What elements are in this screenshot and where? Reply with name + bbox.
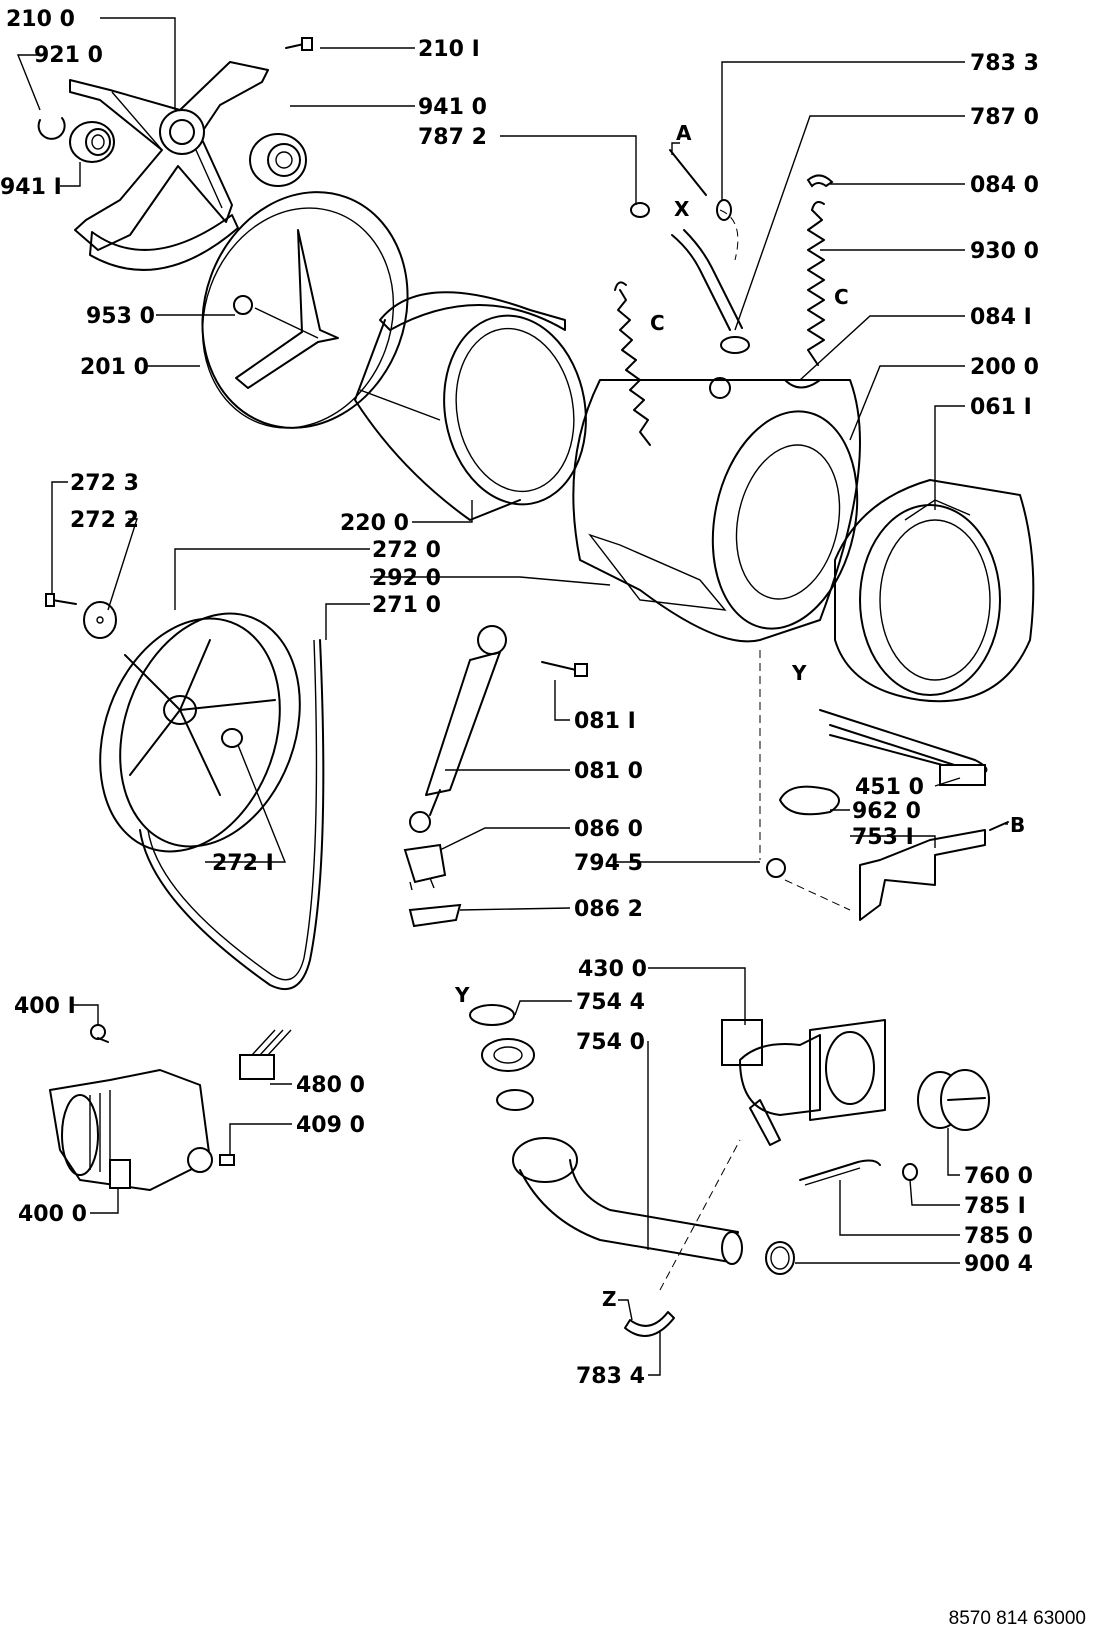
bolt-part [285,37,313,51]
ref-x: X [674,197,690,221]
bearing-large-part [249,133,307,187]
callout-7540: 754 0 [576,1030,645,1055]
callout-4090: 409 0 [296,1113,365,1138]
callout-0860: 086 0 [574,817,643,842]
air-hose-part [630,149,750,354]
hose-clamp-part [765,1241,795,1275]
assembly-lines [659,209,851,1291]
callout-4001: 400 I [14,994,76,1019]
callout-0841: 084 I [970,305,1032,330]
callout-2200: 220 0 [340,511,409,536]
callout-7851: 785 I [964,1194,1026,1219]
pulley-screw-part [45,593,77,607]
callout-7850: 785 0 [964,1224,1033,1249]
callout-2722: 272 2 [70,508,139,533]
callout-2720: 272 0 [372,538,441,563]
callout-2723: 272 3 [70,471,139,496]
ref-c1: C [650,311,665,335]
motor-connector-part [239,1029,292,1080]
front-panel-part [834,479,1035,703]
spring-left-part [614,281,651,446]
heater-element-part [819,709,988,786]
callout-4300: 430 0 [578,957,647,982]
callout-9530: 953 0 [86,304,155,329]
callout-7600: 760 0 [964,1164,1033,1189]
clip-small-part [408,903,462,928]
callout-9300: 930 0 [970,239,1039,264]
ref-a: A [676,121,692,145]
ref-y2: Y [454,983,470,1007]
spring-right-part [784,174,834,389]
callout-7834: 783 4 [576,1364,645,1389]
inner-drum-part [354,291,587,521]
leader-lines [16,17,1008,1376]
callout-9410: 941 0 [418,95,487,120]
clamp-962-part [778,785,840,816]
callout-4000: 400 0 [18,1202,87,1227]
ref-c2: C [834,285,849,309]
callout-4510: 451 0 [855,775,924,800]
ref-y1: Y [791,661,807,685]
bearing-small-part [69,121,115,163]
sump-seal-part [469,1004,535,1111]
callout-2721: 272 I [212,851,274,876]
callout-0810: 081 0 [574,759,643,784]
callout-4800: 480 0 [296,1073,365,1098]
callout-2101: 210 I [418,37,480,62]
drive-belt-part [139,639,325,990]
drain-pump-part [721,1019,886,1146]
motor-screw-part [90,1024,109,1043]
callout-9411: 941 I [0,175,62,200]
callout-7945: 794 5 [574,851,643,876]
small-hose-part [624,1311,675,1337]
callout-0811: 081 I [574,709,636,734]
callout-7833: 783 3 [970,51,1039,76]
callout-labels: 210 0 921 0 941 I 210 I 941 0 787 2 953 … [0,7,1039,1389]
callout-0862: 086 2 [574,897,643,922]
pump-hose-part [799,1159,918,1186]
callout-7872: 787 2 [418,125,487,150]
circlip-part [37,117,66,140]
callout-2100: 210 0 [6,7,75,32]
callout-7544: 754 4 [576,990,645,1015]
callout-0840: 084 0 [970,173,1039,198]
shock-bolt-part [541,661,588,677]
callout-7870: 787 0 [970,105,1039,130]
shock-absorber-part [409,625,507,833]
document-number: 8570 814 63000 [948,1608,1086,1629]
callout-9210: 921 0 [34,43,103,68]
callout-0611: 061 I [970,395,1032,420]
pulley-part [99,612,301,853]
callout-2920: 292 0 [372,566,441,591]
motor-clip-part [219,1154,235,1166]
clip-part [403,843,447,891]
sump-hose-part [512,1137,743,1265]
callout-2010: 201 0 [80,355,149,380]
reference-letters: A X C C Y B Y Z [454,121,1025,1311]
callout-9620: 962 0 [852,799,921,824]
drum-spider-part [69,61,269,271]
callout-2000: 200 0 [970,355,1039,380]
rear-tub-part [201,191,409,429]
motor-part [49,1069,213,1191]
pulley-washer-part [83,601,117,639]
outer-tub-part [572,377,861,643]
pump-filter-part [917,1069,990,1131]
plug-part [766,858,786,878]
callout-9004: 900 4 [964,1252,1033,1277]
callout-2710: 271 0 [372,593,441,618]
ref-b: B [1010,813,1025,837]
callout-7531: 753 I [852,825,914,850]
ref-z: Z [602,1287,617,1311]
